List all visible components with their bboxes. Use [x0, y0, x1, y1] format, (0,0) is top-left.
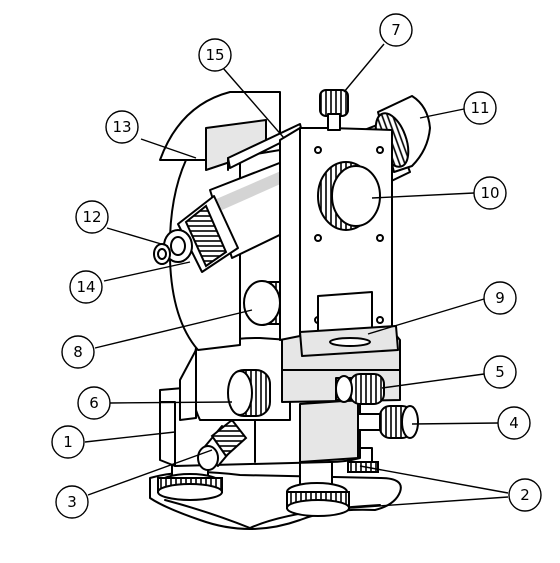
callout-3: 3 [55, 485, 89, 519]
leader-11 [419, 108, 465, 119]
leader-1 [84, 431, 176, 443]
top-clamp-screw [319, 89, 349, 131]
foot-screw-right-front [286, 461, 350, 517]
svg-text:8: 8 [73, 343, 83, 361]
callout-15: 15 [198, 38, 232, 72]
svg-text:9: 9 [495, 289, 505, 307]
leader-13 [140, 138, 197, 159]
leader-3 [87, 449, 213, 496]
svg-text:6: 6 [89, 394, 99, 412]
callout-1: 1 [51, 425, 85, 459]
svg-text:5: 5 [495, 363, 505, 381]
callouts: 1 2 3 4 5 6 7 8 [51, 13, 542, 519]
callout-6: 6 [77, 386, 111, 420]
svg-text:10: 10 [480, 184, 499, 202]
leader-5 [381, 373, 485, 389]
lower-clamp-knob [197, 418, 248, 471]
leader-14 [103, 261, 191, 282]
callout-2: 2 [508, 478, 542, 512]
svg-text:2: 2 [520, 486, 530, 504]
leader-8 [94, 309, 253, 349]
svg-text:11: 11 [470, 99, 489, 117]
horizontal-tangent-knob [335, 373, 385, 405]
callout-9: 9 [483, 281, 517, 315]
horizontal-clamp-knob [227, 369, 271, 417]
leader-9 [367, 298, 485, 335]
svg-text:3: 3 [67, 493, 77, 511]
svg-text:14: 14 [76, 278, 95, 296]
leader-12 [106, 227, 169, 247]
leader-15 [222, 67, 285, 139]
callout-8: 8 [61, 335, 95, 369]
svg-text:4: 4 [509, 414, 519, 432]
leader-6 [109, 401, 233, 404]
tangent-screw-knob [357, 405, 419, 439]
foot-screw-left [157, 457, 223, 501]
leader-4 [411, 422, 499, 425]
leader-10 [371, 192, 475, 199]
plate-level-vial [299, 291, 399, 357]
svg-text:7: 7 [391, 21, 401, 39]
callout-10: 10 [473, 176, 507, 210]
leader-7 [343, 43, 385, 93]
svg-text:12: 12 [82, 208, 101, 226]
leader-2b [349, 496, 509, 509]
callout-5: 5 [483, 355, 517, 389]
callout-7: 7 [379, 13, 413, 47]
callout-12: 12 [75, 200, 109, 234]
leader-lines [84, 43, 509, 509]
callout-11: 11 [463, 91, 497, 125]
leader-2a [359, 465, 509, 494]
svg-text:13: 13 [112, 118, 131, 136]
svg-text:15: 15 [205, 46, 224, 64]
focus-knob [317, 161, 381, 231]
callout-13: 13 [105, 110, 139, 144]
svg-text:1: 1 [63, 433, 73, 451]
callout-4: 4 [497, 406, 531, 440]
callout-14: 14 [69, 270, 103, 304]
